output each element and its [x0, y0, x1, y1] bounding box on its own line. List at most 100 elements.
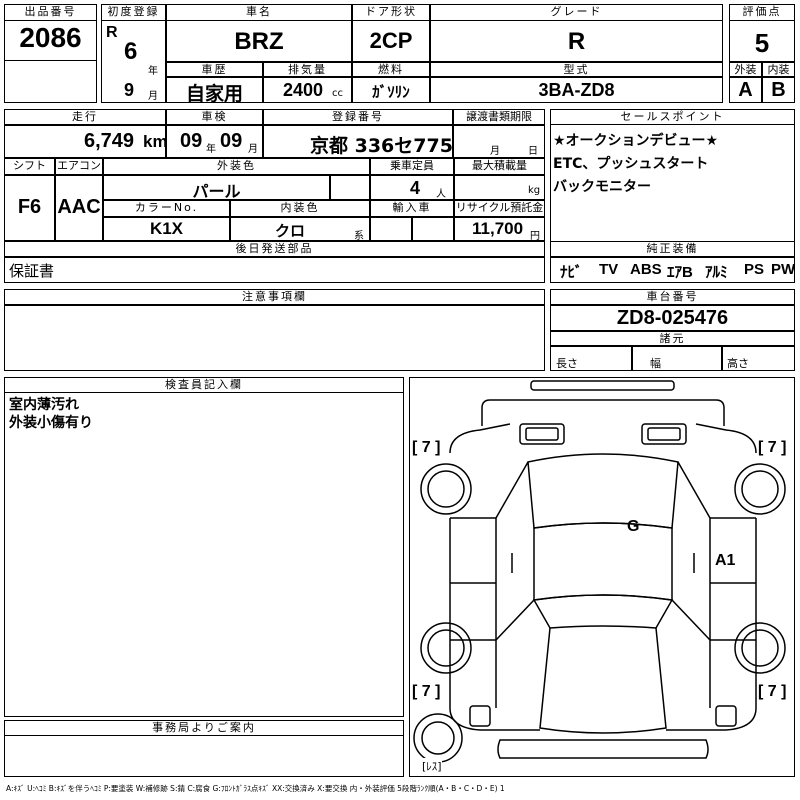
- color-no-value: K1X: [149, 219, 184, 238]
- legend: A:ｷｽﾞ U:ﾍｺﾐ B:ｷｽﾞを伴うﾍｺﾐ P:要塗装 W:補修跡 S:錆 …: [6, 784, 505, 793]
- max-load-label: 最大積載量: [454, 158, 545, 175]
- genuine-equipment-box: [550, 257, 795, 283]
- int-color-label: 内装色: [230, 200, 370, 217]
- equip-navi: ﾅﾋﾞ: [560, 264, 583, 281]
- equip-tv: TV: [599, 261, 619, 278]
- capacity-value: 4: [410, 178, 421, 198]
- first-reg-label: 初度登録: [101, 4, 166, 21]
- sales-point-3: バックモニター: [553, 179, 651, 195]
- door-value: 2CP: [369, 28, 413, 53]
- tire-rear-right: [ 7 ]: [758, 683, 787, 700]
- inspection-label: 車検: [166, 109, 263, 125]
- notes-label: 注意事項欄: [4, 289, 545, 305]
- transfer-docs-label: 譲渡書類期限: [453, 109, 545, 125]
- genuine-equipment-label: 純正装備: [550, 241, 795, 257]
- door-label: ドア形状: [352, 4, 430, 21]
- fuel-label: 燃料: [352, 62, 430, 77]
- shift-label: シフト: [4, 158, 55, 175]
- equip-alloy: ｱﾙﾐ: [705, 264, 728, 281]
- sales-point-1: ★オークションデビュー★: [553, 133, 719, 149]
- import-label: 輸入車: [370, 200, 454, 217]
- capacity-label: 乗車定員: [370, 158, 454, 175]
- notes-box: [4, 305, 545, 371]
- month-unit: 月: [148, 91, 158, 102]
- tire-rear-left: [ 7 ]: [412, 683, 441, 700]
- recycle-value: 11,700: [472, 219, 524, 238]
- history-value: 自家用: [185, 83, 243, 105]
- cc-unit: cc: [332, 88, 343, 99]
- insp-year-value: 09: [180, 130, 203, 152]
- sales-points-box: [550, 109, 795, 242]
- lot-no-label: 出品番号: [4, 4, 97, 21]
- mileage-label: 走行: [4, 109, 166, 125]
- reg-no-value: 京都 336セ7755: [310, 135, 467, 157]
- recycle-label: リサイクル預託金: [454, 200, 545, 217]
- reg-month-value: 9: [124, 80, 135, 100]
- score-label: 評価点: [729, 4, 795, 21]
- yen-unit: 円: [530, 231, 540, 242]
- kg-unit: kg: [528, 185, 541, 196]
- transfer-month-unit: 月: [490, 146, 500, 157]
- kei-unit: 系: [354, 231, 364, 242]
- grade-value: R: [567, 28, 586, 55]
- shift-value: F6: [17, 196, 42, 218]
- height-label: 高さ: [727, 357, 749, 370]
- ext-color-value: パール: [192, 182, 241, 201]
- color-no-label: カラーNo.: [103, 200, 230, 217]
- width-label: 幅: [650, 357, 661, 370]
- insp-month-value: 09: [220, 130, 243, 152]
- mark-bonnet: G: [627, 518, 640, 535]
- year-unit: 年: [148, 66, 158, 77]
- inspector-label: 検査員記入欄: [4, 377, 404, 393]
- aircon-label: エアコン: [55, 158, 103, 175]
- car-diagram-svg: [413, 380, 786, 763]
- car-name-value: BRZ: [234, 28, 284, 55]
- history-label: 車歴: [166, 62, 263, 77]
- specs-label: 諸元: [550, 331, 795, 346]
- equip-pw: PW: [771, 261, 796, 278]
- km-unit: km: [143, 132, 168, 151]
- displacement-label: 排気量: [263, 62, 352, 77]
- score-value: 5: [754, 28, 770, 58]
- later-parts-label: 後日発送部品: [4, 241, 545, 257]
- sales-point-2: ETC、プッシュスタート: [553, 156, 709, 172]
- inspector-note-1: 室内薄汚れ: [9, 397, 79, 413]
- tire-front-left: [ 7 ]: [412, 439, 441, 456]
- aircon-value: AAC: [57, 196, 101, 218]
- int-color-value: クロ: [274, 222, 305, 240]
- exterior-label: 外装: [729, 62, 762, 77]
- transfer-day-unit: 日: [528, 146, 538, 157]
- model-code-value: 3BA-ZD8: [538, 80, 615, 100]
- mileage-value: 6,749: [84, 130, 135, 152]
- exterior-grade-value: A: [738, 79, 753, 101]
- model-code-label: 型式: [430, 62, 723, 77]
- displacement-value: 2400: [283, 80, 324, 100]
- length-label: 長さ: [556, 357, 578, 370]
- office-label: 事務局よりご案内: [4, 720, 404, 736]
- lot-no-value: 2086: [19, 22, 82, 53]
- tire-front-right: [ 7 ]: [758, 439, 787, 456]
- persons-unit: 人: [436, 189, 446, 200]
- insp-year-unit: 年: [206, 144, 216, 155]
- chassis-no-label: 車台番号: [550, 289, 795, 305]
- reg-no-label: 登録番号: [263, 109, 453, 125]
- ext-color-label: 外装色: [103, 158, 370, 175]
- grade-label: グレード: [430, 4, 723, 21]
- equip-ps: PS: [744, 261, 765, 278]
- equip-abs: ABS: [630, 261, 662, 278]
- reg-year-value: 6: [124, 38, 138, 65]
- equip-airbag: ｴｱB: [667, 264, 693, 281]
- later-parts-value: 保証書: [9, 262, 55, 280]
- car-name-label: 車名: [166, 4, 352, 21]
- interior-grade-value: B: [771, 79, 786, 101]
- chassis-no-value: ZD8-025476: [616, 307, 729, 329]
- sales-points-label: セールスポイント: [550, 109, 795, 125]
- inspector-note-2: 外装小傷有り: [9, 415, 93, 431]
- spare-tire-label: [ﾚｽ]: [422, 758, 442, 774]
- insp-month-unit: 月: [248, 144, 258, 155]
- car-diagram: [ 7 ] [ 7 ] [ 7 ] [ 7 ] G A1 [ﾚｽ]: [409, 377, 795, 777]
- fuel-value: ｶﾞｿﾘﾝ: [372, 83, 410, 101]
- mark-right-side: A1: [715, 552, 736, 569]
- era-value: R: [106, 24, 118, 41]
- interior-label: 内装: [762, 62, 795, 77]
